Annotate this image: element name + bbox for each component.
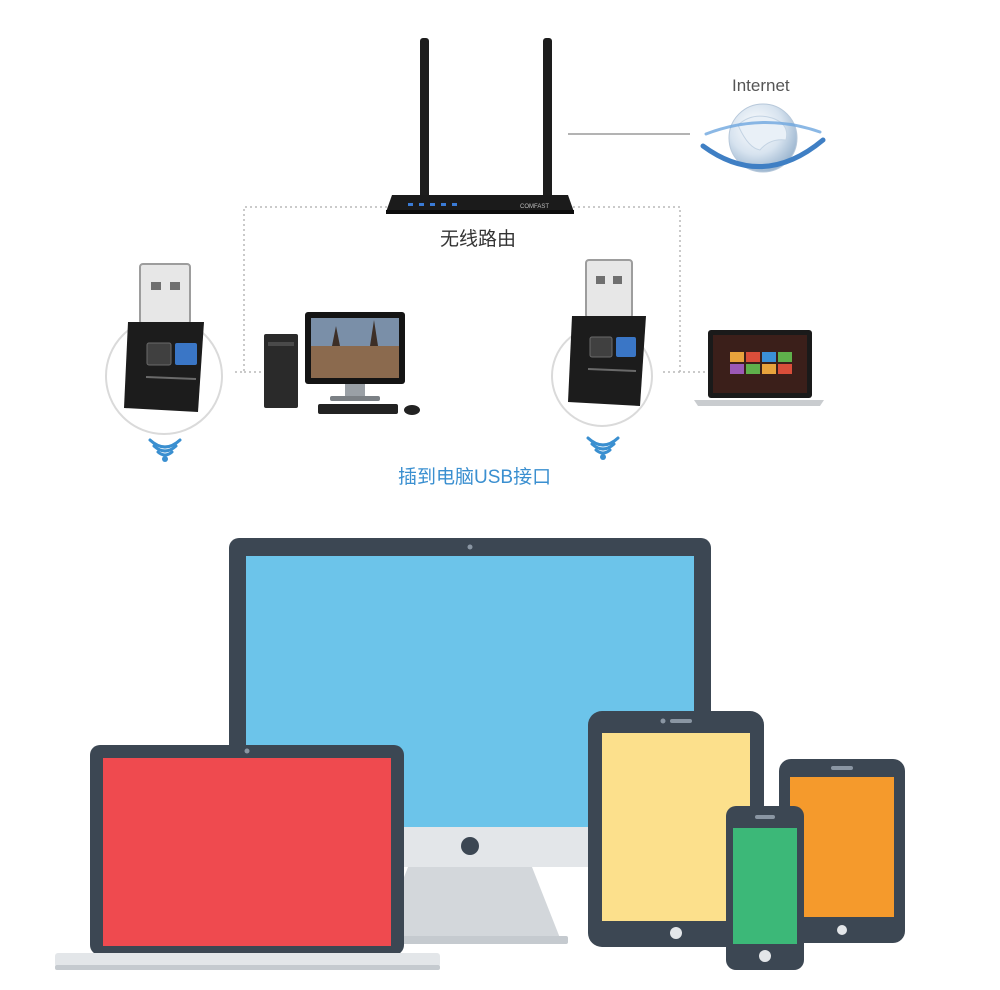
usb-adapter-icon-right: [551, 259, 653, 427]
laptop-icon: [694, 330, 824, 406]
smartphone-icon: [726, 806, 804, 970]
router-brand-text: COMFAST: [520, 204, 549, 210]
router-icon: [386, 38, 574, 214]
wifi-signal-icon-right: [586, 436, 620, 460]
usb-adapter-icon: [105, 263, 223, 435]
tablet-icon: [588, 711, 764, 947]
tablet-small-icon: [779, 759, 905, 943]
globe-icon: [700, 103, 826, 173]
wifi-signal-icon: [148, 438, 182, 462]
internet-label: Internet: [732, 76, 790, 95]
desktop-pc-icon: [264, 312, 420, 415]
router-label: 无线路由: [440, 229, 517, 250]
laptop-bottom-icon: [55, 745, 440, 970]
usb-port-caption: 插到电脑USB接口: [398, 467, 552, 488]
